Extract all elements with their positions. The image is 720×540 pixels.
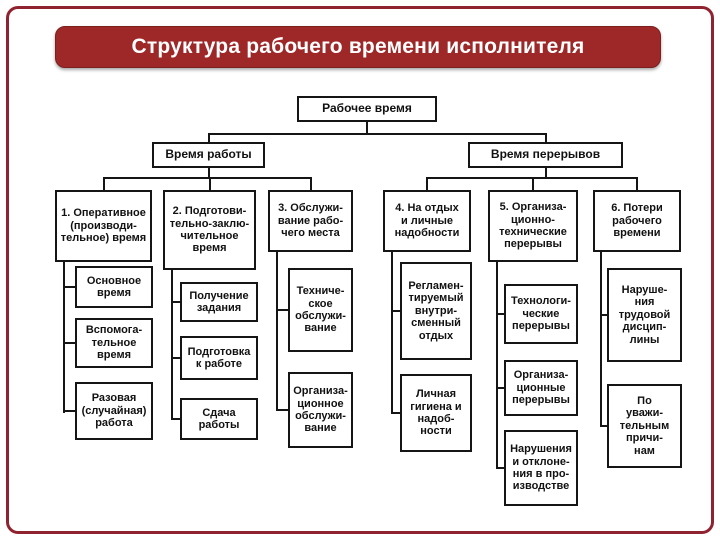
connector-line — [391, 310, 400, 312]
diagram-title: Структура рабочего времени исполнителя — [55, 26, 661, 68]
node-valid-reasons: По уважи- тельным причи- нам — [607, 384, 682, 468]
connector-line — [63, 410, 75, 412]
node-work-time: Время работы — [152, 142, 265, 168]
node-work-handover: Сдача работы — [180, 398, 258, 440]
connector-line — [636, 177, 638, 190]
connector-line — [600, 314, 607, 316]
connector-line — [545, 168, 547, 177]
node-preparation-for-work: Подготовка к работе — [180, 336, 258, 380]
category-preparatory-final-time: 2. Подготови- тельно-заклю- чительное вр… — [163, 190, 256, 270]
connector-line — [426, 177, 428, 190]
connector-line — [391, 412, 400, 414]
connector-line — [171, 301, 180, 303]
page-border-frame — [6, 6, 714, 534]
connector-line — [496, 387, 504, 389]
node-production-violations: Нарушения и отклоне- ния в про- изводств… — [504, 430, 578, 506]
connector-line — [208, 168, 210, 177]
connector-line — [600, 425, 607, 427]
connector-line — [171, 418, 180, 420]
connector-line — [532, 177, 534, 190]
connector-line — [208, 133, 210, 142]
node-technical-service: Техниче- ское обслужи- вание — [288, 268, 353, 352]
node-auxiliary-time: Вспомога- тельное время — [75, 318, 153, 368]
node-personal-hygiene: Личная гигиена и надоб- ности — [400, 374, 472, 452]
connector-line — [496, 467, 504, 469]
connector-line — [496, 313, 504, 315]
connector-line — [600, 252, 602, 427]
node-organizational-service: Организа- ционное обслужи- вание — [288, 372, 353, 448]
connector-line — [171, 270, 173, 420]
connector-line — [103, 177, 105, 190]
connector-line — [366, 122, 368, 133]
connector-line — [209, 177, 211, 190]
category-workplace-service: 3. Обслужи- вание рабо- чего места — [268, 190, 353, 252]
node-occasional-work: Разовая (случайная) работа — [75, 382, 153, 440]
connector-line — [171, 357, 180, 359]
category-rest-personal-needs: 4. На отдых и личные надобности — [383, 190, 471, 252]
connector-line — [276, 309, 288, 311]
connector-line — [310, 177, 312, 190]
node-working-time: Рабочее время — [297, 96, 437, 122]
connector-line — [276, 252, 278, 411]
node-main-time: Основное время — [75, 266, 153, 308]
node-labor-discipline-violations: Наруше- ния трудовой дисцип- лины — [607, 268, 682, 362]
connector-line — [63, 262, 65, 413]
category-org-tech-breaks: 5. Организа- ционно- технические перерыв… — [488, 190, 578, 262]
connector-line — [391, 252, 393, 414]
connector-line — [103, 177, 312, 179]
connector-line — [545, 133, 547, 142]
connector-line — [63, 286, 75, 288]
connector-line — [276, 409, 288, 411]
node-organizational-breaks: Организа- ционные перерывы — [504, 360, 578, 416]
node-receiving-task: Получение задания — [180, 282, 258, 322]
node-regulated-intrashift-rest: Регламен- тируемый внутри- сменный отдых — [400, 262, 472, 360]
connector-line — [496, 262, 498, 469]
connector-line — [208, 133, 547, 135]
node-technological-breaks: Технологи- ческие перерывы — [504, 284, 578, 344]
connector-line — [63, 342, 75, 344]
category-working-time-losses: 6. Потери рабочего времени — [593, 190, 681, 252]
node-break-time: Время перерывов — [468, 142, 623, 168]
category-operative-time: 1. Оперативное (производи- тельное) врем… — [55, 190, 152, 262]
